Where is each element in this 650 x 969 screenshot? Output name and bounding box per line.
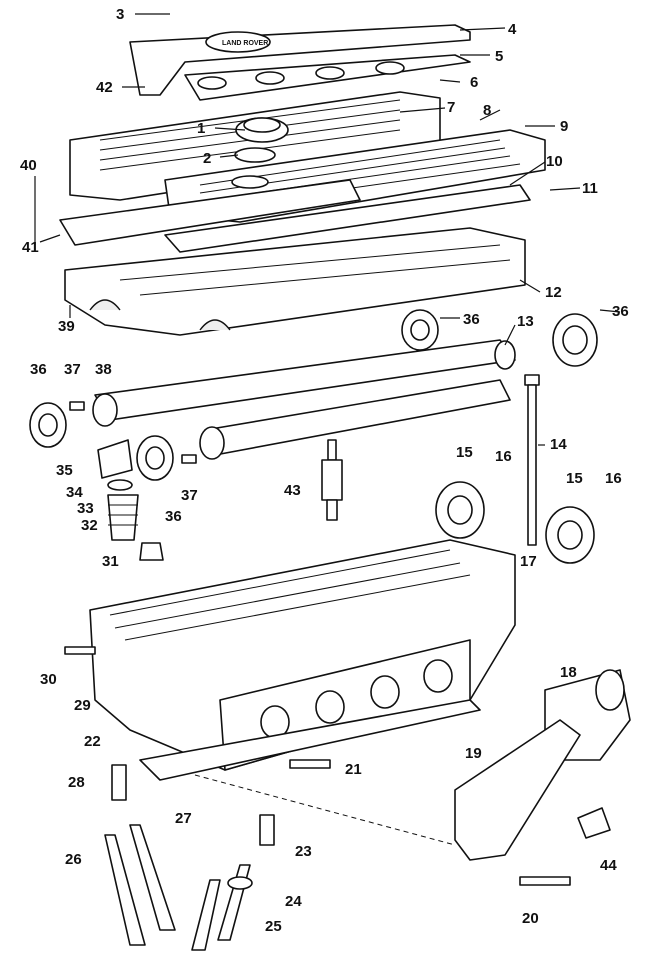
label-22: 22 [84,733,101,750]
label-12: 12 [545,284,562,301]
label-5: 5 [495,48,503,65]
label-29: 29 [74,697,91,714]
cam-cover-plates [435,481,595,564]
label-16-right: 16 [605,470,622,487]
label-15-left: 15 [456,444,473,461]
label-38: 38 [95,361,112,378]
label-2: 2 [203,150,211,167]
head-gasket [139,699,481,781]
label-6: 6 [470,74,478,91]
leader-lines [34,13,621,446]
label-32: 32 [81,517,98,534]
label-4: 4 [508,21,517,38]
label-24: 24 [285,893,302,910]
alignment-line [194,774,456,846]
label-10: 10 [546,153,563,170]
label-39: 39 [58,318,75,335]
studs [64,646,571,886]
seal-plate [184,54,471,101]
label-16-left: 16 [495,448,512,465]
label-36-mid: 36 [165,508,182,525]
long-bolt [524,374,540,546]
label-3: 3 [116,6,124,23]
cover-gaskets [59,179,531,253]
label-27: 27 [175,810,192,827]
label-43: 43 [284,482,301,499]
valves [104,764,275,951]
label-13: 13 [517,313,534,330]
label-34: 34 [66,484,83,501]
coolant-elbow [454,669,631,861]
label-25: 25 [265,918,282,935]
label-37-top: 37 [64,361,81,378]
label-41: 41 [22,239,39,256]
label-17: 17 [520,553,537,570]
label-15-right: 15 [566,470,583,487]
cover-logo: LAND ROVER [222,40,268,47]
label-28: 28 [68,774,85,791]
label-8: 8 [483,102,491,119]
label-35: 35 [56,462,73,479]
label-30: 30 [40,671,57,688]
label-7: 7 [447,99,455,116]
label-44: 44 [600,857,617,874]
valve-train-parts [69,401,197,561]
label-11: 11 [582,180,598,197]
label-37-bottom: 37 [181,487,198,504]
label-40: 40 [20,157,37,174]
label-26: 26 [65,851,82,868]
camshaft-seals [29,309,598,481]
label-36-left: 36 [30,361,47,378]
spark-plug [321,439,343,521]
label-31: 31 [102,553,119,570]
top-cover: LAND ROVER [129,24,471,96]
camshaft-carrier [64,227,526,336]
label-14: 14 [550,436,567,453]
label-42: 42 [96,79,113,96]
label-9: 9 [560,118,568,135]
label-19: 19 [465,745,482,762]
camshafts [92,339,516,460]
label-20: 20 [522,910,539,927]
label-36-top: 36 [463,311,480,328]
label-23: 23 [295,843,312,860]
label-1: 1 [197,120,205,137]
label-33: 33 [77,500,94,517]
label-18: 18 [560,664,577,681]
label-36-right: 36 [612,303,629,320]
label-21: 21 [345,761,362,778]
part-number-labels: 3 4 5 6 42 7 8 9 1 2 10 40 11 41 12 13 3… [20,6,629,935]
